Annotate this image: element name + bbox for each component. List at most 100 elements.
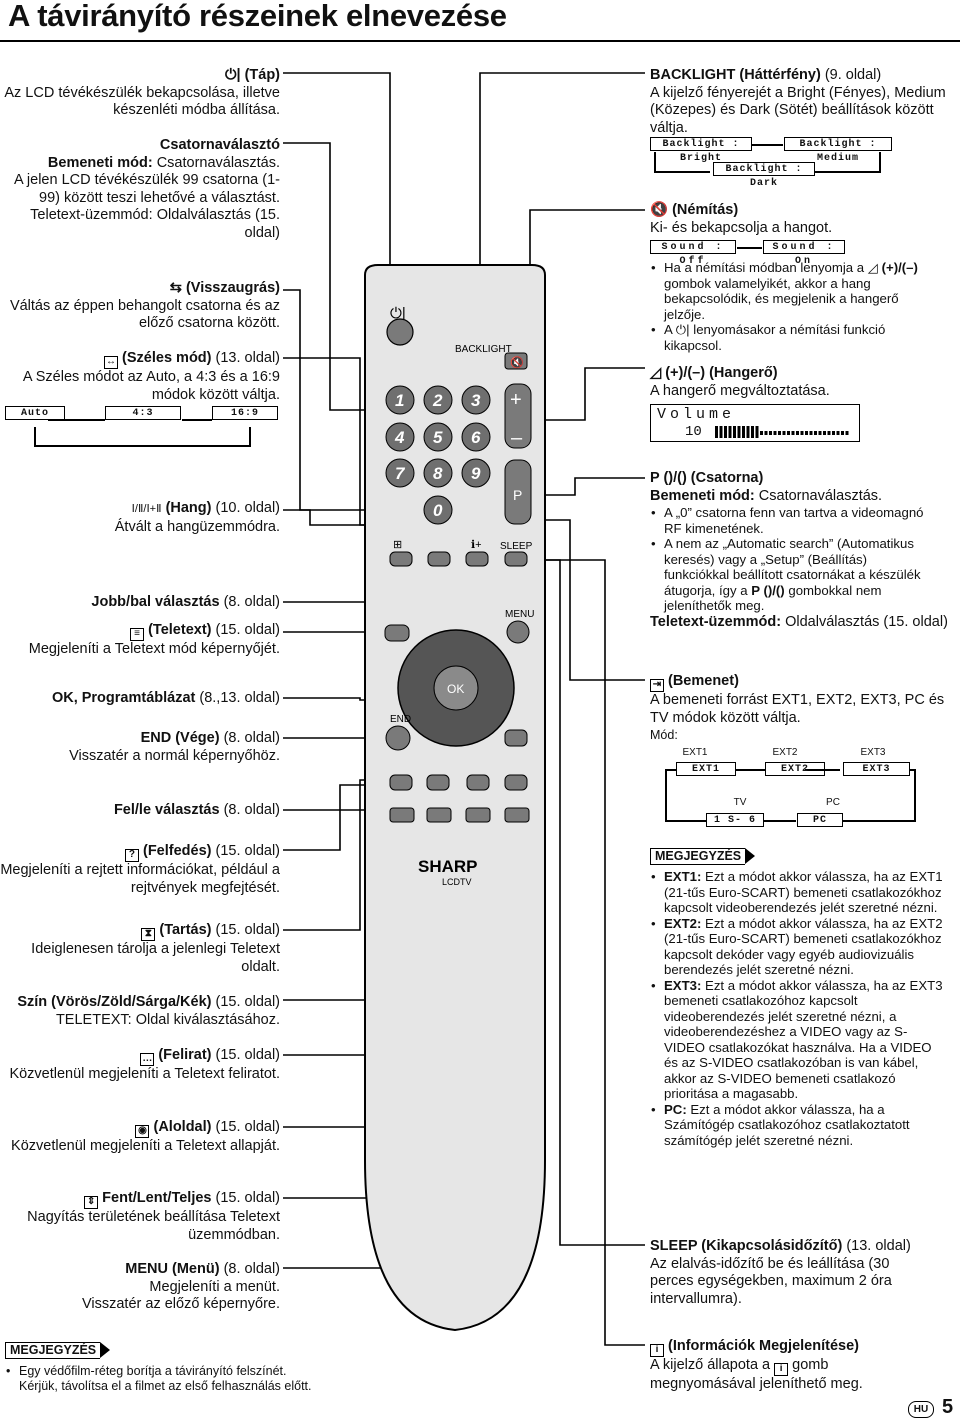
wide-mode-label: (Széles mód) bbox=[122, 350, 212, 366]
info-icon: i bbox=[650, 1344, 664, 1357]
wide-mode-4-3: 4:3 bbox=[105, 406, 181, 420]
input-mode-ext3-caption: EXT3 bbox=[860, 747, 886, 758]
channel-selector-label: Csatornaválasztó bbox=[159, 137, 280, 153]
volume-tick bbox=[814, 431, 817, 435]
power-icon: ⏻| bbox=[225, 67, 241, 83]
flashback-icon: ⇆ bbox=[169, 280, 182, 296]
digit-button bbox=[385, 458, 415, 488]
subtitle-desc: Közvetlenül megjeleníti a Teletext felir… bbox=[9, 1066, 280, 1082]
title-rule bbox=[0, 40, 960, 42]
svg-text:+: + bbox=[510, 389, 522, 411]
volume-tick bbox=[742, 426, 745, 438]
volume-tick bbox=[728, 426, 732, 438]
color-ref: (15. oldal) bbox=[215, 994, 280, 1010]
volume-tick bbox=[773, 431, 777, 435]
digit-button bbox=[423, 422, 453, 452]
bottom-note-text: Egy védőfilm-réteg borítja a távirányító… bbox=[5, 1364, 312, 1394]
menu-desc-2: Visszatér az előző képernyőre. bbox=[81, 1296, 280, 1312]
channel-teletext-text: Oldalválasztás (15. oldal) bbox=[785, 613, 948, 630]
reveal-ref: (15. oldal) bbox=[215, 843, 280, 859]
language-badge: HU bbox=[908, 1401, 934, 1418]
end-desc: Visszatér a normál képernyőhöz. bbox=[69, 747, 280, 764]
volume-tick bbox=[845, 431, 849, 435]
mute-section: 🔇 (Némítás) Ki- és bekapcsolja a hangot. bbox=[650, 202, 950, 237]
sound-osd-on: Sound : On bbox=[763, 240, 845, 267]
hold-icon: ⧗ bbox=[141, 928, 156, 941]
backlight-ref: (9. oldal) bbox=[824, 67, 882, 83]
digit-button bbox=[423, 458, 453, 488]
mute-icon: 🔇 bbox=[650, 202, 669, 218]
power-icon: ⏻| bbox=[675, 322, 690, 337]
ok-section: OK, Programtáblázat (8.,13. oldal) bbox=[0, 690, 280, 708]
volume-tick bbox=[796, 431, 799, 435]
volume-tick bbox=[764, 431, 768, 435]
input-modes: EXT1 EXT1 EXT2 EXT2 EXT3 EXT3 TV 1 S- 6 … bbox=[650, 745, 950, 835]
volume-tick bbox=[719, 426, 723, 438]
subtitle-icon: … bbox=[140, 1053, 155, 1066]
info-desc-b: gomb megnyomásával jeleníthető meg. bbox=[650, 1357, 863, 1392]
digit-label: 5 bbox=[433, 428, 443, 447]
bottom-note-head: MEGJEGYZÉS bbox=[5, 1341, 111, 1359]
volume-icon: ◿ bbox=[867, 260, 878, 275]
channel-note-1: A „0” csatorna fenn van tartva a videoma… bbox=[650, 505, 924, 536]
digit-button bbox=[461, 385, 491, 415]
backlight-desc: A kijelző fényerejét a Bright (Fényes), … bbox=[650, 84, 946, 136]
end-section: END (Vége) (8. oldal) Visszatér a normál… bbox=[0, 730, 280, 765]
subpage-icon: ◉ bbox=[135, 1125, 150, 1138]
teletext-label: (Teletext) bbox=[148, 622, 212, 638]
wide-mode-auto: Auto bbox=[5, 406, 65, 420]
input-icon: ⇥ bbox=[650, 679, 664, 692]
volume-tick bbox=[823, 431, 826, 435]
svg-text:P: P bbox=[513, 487, 522, 503]
digit-label: 3 bbox=[471, 391, 481, 410]
teletext-ref: (15. oldal) bbox=[215, 622, 280, 638]
left-right-section: Jobb/bal választás (8. oldal) bbox=[0, 594, 280, 612]
power-desc: Az LCD tévékészülék bekapcsolása, illetv… bbox=[4, 84, 280, 119]
wide-mode-desc: A Széles módot az Auto, a 4:3 és a 16:9 … bbox=[22, 369, 280, 403]
menu-label: MENU (Menü) bbox=[125, 1261, 220, 1277]
subpage-section: ◉(Aloldal) (15. oldal) Közvetlenül megje… bbox=[0, 1119, 280, 1156]
volume-section: ◿ (+)/(–) (Hangerő) A hangerő megváltozt… bbox=[650, 365, 950, 400]
digit-label: 1 bbox=[395, 391, 404, 410]
digit-label: 7 bbox=[395, 464, 406, 483]
volume-tick bbox=[809, 431, 813, 435]
sleep-ref: (13. oldal) bbox=[846, 1238, 911, 1254]
volume-tick bbox=[751, 426, 754, 438]
ok-ref: (8.,13. oldal) bbox=[199, 690, 280, 706]
note-ext3: EXT3: Ezt a módot akkor válassza, ha az … bbox=[650, 978, 945, 1102]
svg-text:SLEEP: SLEEP bbox=[500, 541, 533, 552]
page-number: 5 bbox=[942, 1396, 954, 1418]
digit-label: 8 bbox=[433, 464, 443, 483]
digit-label: 0 bbox=[433, 501, 443, 520]
svg-text:🔇: 🔇 bbox=[510, 356, 524, 369]
updown-ref: (8. oldal) bbox=[223, 802, 280, 818]
channel-section: P ()/() (Csatorna) Bemeneti mód: Csatorn… bbox=[650, 470, 950, 631]
channel-note-2: A nem az „Automatic search” (Automatikus… bbox=[650, 536, 924, 614]
volume-osd: Volume 10 bbox=[650, 404, 860, 442]
bottom-note: MEGJEGYZÉS Egy védőfilm-réteg borítja a … bbox=[5, 1341, 312, 1394]
subpage-desc: Közvetlenül megjeleníti a Teletext allap… bbox=[11, 1138, 280, 1154]
svg-text:⏻|: ⏻| bbox=[390, 305, 406, 322]
reveal-desc: Megjeleníti a rejtett információkat, pél… bbox=[0, 862, 280, 896]
sound-desc: Átvált a hangüzemmódra. bbox=[114, 518, 280, 535]
teletext-icon: ≡ bbox=[130, 628, 145, 641]
info-section: i(Információk Megjelenítése) A kijelző á… bbox=[650, 1338, 930, 1394]
digit-label: 4 bbox=[394, 428, 405, 447]
page-title: A távirányító részeinek elnevezése bbox=[8, 0, 507, 33]
bottom-note-line-2: Kérjük, távolítsa el a filmet az első fe… bbox=[19, 1379, 312, 1393]
volume-tick bbox=[832, 431, 835, 435]
volume-tick bbox=[715, 426, 718, 438]
wide-mode-ref: (13. oldal) bbox=[215, 350, 280, 366]
input-mode-ext1-caption: EXT1 bbox=[682, 747, 708, 758]
input-mode-pc: PC bbox=[797, 813, 843, 827]
backlight-section: BACKLIGHT (Háttérfény) (9. oldal) A kije… bbox=[650, 67, 950, 137]
digit-button bbox=[423, 385, 453, 415]
hold-label: (Tartás) bbox=[159, 922, 212, 938]
info-desc-a: A kijelző állapota a bbox=[650, 1357, 771, 1373]
sleep-desc: Az elalvás-időzítő be és leállítása (30 … bbox=[650, 1255, 892, 1307]
hold-ref: (15. oldal) bbox=[215, 922, 280, 938]
input-mode-label: Bemeneti mód: bbox=[47, 154, 153, 171]
zoom-section: ⇕Fent/Lent/Teljes (15. oldal) Nagyítás t… bbox=[0, 1190, 280, 1244]
teletext-section: ≡(Teletext) (15. oldal) Megjeleníti a Te… bbox=[0, 622, 280, 659]
